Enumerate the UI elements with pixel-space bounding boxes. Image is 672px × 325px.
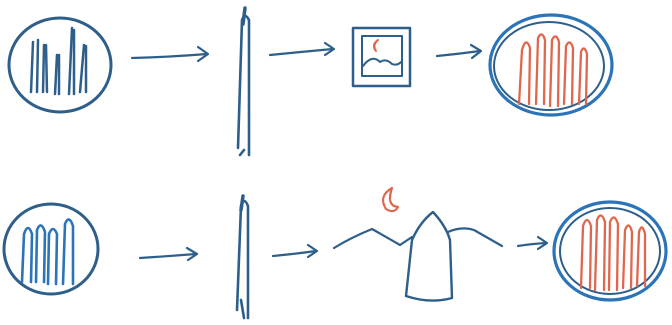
top-single-tall-shape (238, 8, 249, 155)
framed-picture (353, 28, 410, 86)
top-arrow-3 (437, 45, 481, 58)
top-arrow-2 (270, 43, 334, 55)
mountain-ridge-right (448, 228, 502, 246)
moon-icon (383, 188, 398, 211)
top-red-dish (490, 15, 612, 115)
bottom-arrow-2 (273, 245, 317, 257)
top-arrow-1 (132, 47, 208, 61)
bottom-red-dish-shapes (581, 215, 645, 290)
framed-picture-moon (374, 40, 378, 51)
bottom-single-tall-shape (237, 196, 248, 318)
top-row (9, 8, 612, 155)
bottom-blue-dish-outline (4, 204, 98, 294)
moon-and-mountains (334, 188, 502, 301)
top-red-dish-shapes (519, 34, 587, 106)
bottom-blue-dish-shapes (22, 219, 73, 284)
tall-structure (406, 212, 452, 301)
top-blue-dish-shapes (31, 28, 86, 94)
bottom-arrow-1 (140, 248, 197, 260)
top-blue-dish (9, 18, 111, 112)
bottom-arrow-3 (518, 237, 547, 249)
framed-picture-wave (363, 59, 401, 66)
bottom-red-dish (554, 202, 666, 300)
framed-picture-inner-frame (362, 36, 402, 76)
bottom-row (4, 188, 666, 318)
bottom-blue-dish (4, 204, 98, 294)
mountain-ridge-left (334, 229, 412, 248)
